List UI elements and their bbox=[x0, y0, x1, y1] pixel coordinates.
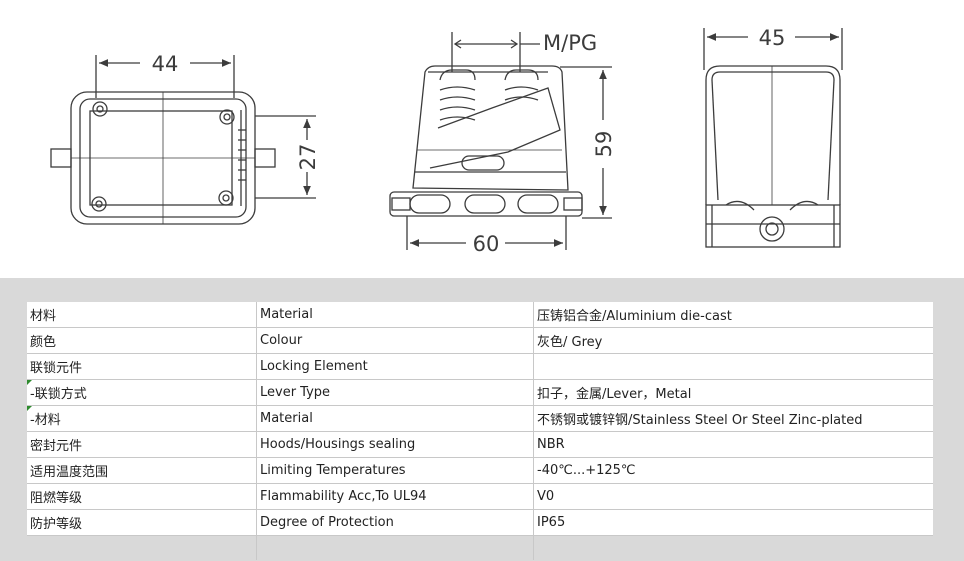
spec-label-zh: 防护等级 bbox=[27, 509, 257, 536]
table-row: 联锁元件 Locking Element bbox=[27, 353, 933, 380]
spec-label-zh: 颜色 bbox=[27, 327, 257, 354]
spec-label-zh: -材料 bbox=[27, 405, 257, 432]
front-width-label: 45 bbox=[759, 26, 786, 50]
side-height-label: 59 bbox=[592, 131, 616, 158]
spec-label-zh: 材料 bbox=[27, 302, 257, 328]
top-width-label: 44 bbox=[152, 52, 179, 76]
spec-label-zh: 联锁元件 bbox=[27, 353, 257, 380]
spec-label-en: Material bbox=[256, 405, 534, 432]
table-row: 适用温度范围 Limiting Temperatures -40℃...+125… bbox=[27, 457, 933, 484]
table-row: 防护等级 Degree of Protection IP65 bbox=[27, 509, 933, 536]
spec-label-en: Material bbox=[256, 302, 534, 328]
spec-value: V0 bbox=[533, 483, 933, 510]
spec-value: 压铸铝合金/Aluminium die-cast bbox=[537, 309, 732, 324]
spec-label-zh: 阻燃等级 bbox=[27, 483, 257, 510]
spec-label-en: Locking Element bbox=[256, 353, 534, 380]
technical-drawing: 44 27 bbox=[0, 0, 964, 278]
spec-label-zh: 密封元件 bbox=[27, 431, 257, 458]
table-row: 密封元件 Hoods/Housings sealing NBR bbox=[27, 431, 933, 458]
spec-table: 材料 Material 压铸铝合金/Aluminium die-cast 颜色 … bbox=[27, 302, 933, 560]
table-row: 阻燃等级 Flammability Acc,To UL94 V0 bbox=[27, 483, 933, 510]
spec-value: NBR bbox=[533, 431, 933, 458]
table-row: -材料 Material 不锈钢或镀锌钢/Stainless Steel Or … bbox=[27, 405, 933, 432]
empty-cell bbox=[27, 535, 257, 560]
empty-cell bbox=[256, 535, 534, 560]
spec-label-en: Degree of Protection bbox=[256, 509, 534, 536]
empty-cell bbox=[533, 535, 933, 560]
cable-entry-label: M/PG bbox=[543, 31, 597, 55]
spec-label-en: Flammability Acc,To UL94 bbox=[256, 483, 534, 510]
table-row: -联锁方式 Lever Type 扣子，金属/Lever，Metal bbox=[27, 379, 933, 406]
side-width-label: 60 bbox=[473, 232, 500, 256]
spec-label-en: Colour bbox=[256, 327, 534, 354]
spec-label-zh: 适用温度范围 bbox=[27, 457, 257, 484]
spec-label-zh: -联锁方式 bbox=[27, 379, 257, 406]
spec-label-en: Limiting Temperatures bbox=[256, 457, 534, 484]
spec-value: IP65 bbox=[533, 509, 933, 536]
spec-value bbox=[533, 353, 933, 380]
spec-value: 扣子，金属/Lever，Metal bbox=[533, 379, 933, 406]
spec-label-en: Lever Type bbox=[256, 379, 534, 406]
table-row: 材料 Material 压铸铝合金/Aluminium die-cast bbox=[27, 302, 933, 328]
front-view: 45 bbox=[703, 26, 843, 248]
top-height-label: 27 bbox=[296, 144, 320, 171]
table-row: 颜色 Colour 灰色/ Grey bbox=[27, 327, 933, 354]
spec-value: 不锈钢或镀锌钢/Stainless Steel Or Steel Zinc-pl… bbox=[533, 405, 933, 432]
spec-value: -40℃...+125℃ bbox=[533, 457, 933, 484]
top-view: 44 27 bbox=[50, 52, 320, 225]
table-row-empty bbox=[27, 535, 933, 560]
spec-value: 灰色/ Grey bbox=[533, 327, 933, 354]
spec-label-en: Hoods/Housings sealing bbox=[256, 431, 534, 458]
side-view: M/PG 60 59 bbox=[389, 31, 616, 256]
